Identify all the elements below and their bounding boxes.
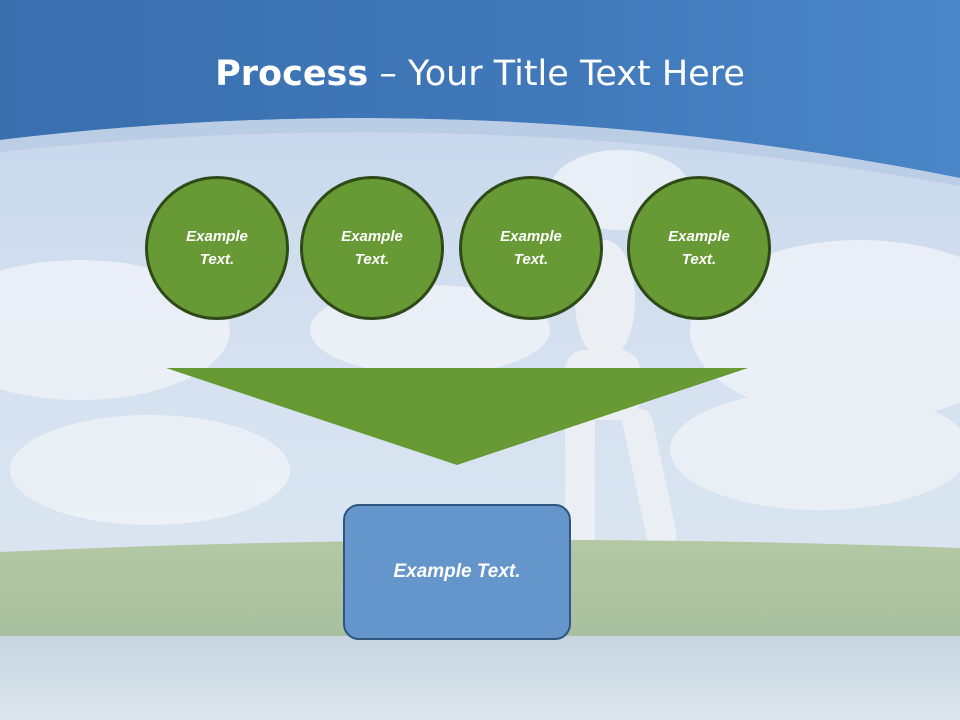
step-label: Example Text. [668,228,730,268]
water [0,636,960,720]
result-box: Example Text. [343,504,571,640]
header-band [0,0,960,178]
process-step-1: Example Text. [145,176,289,320]
process-step-3: Example Text. [459,176,603,320]
step-label: Example Text. [186,228,248,268]
step-label: Example Text. [500,228,562,268]
header-swoosh [0,118,960,186]
step-label: Example Text. [341,228,403,268]
funnel-arrow [166,368,748,465]
title-rest: – Your Title Text Here [368,54,745,94]
process-step-2: Example Text. [300,176,444,320]
funnel-triangle [166,368,748,465]
process-step-4: Example Text. [627,176,771,320]
slide-title: Process – Your Title Text Here [0,52,960,96]
title-bold: Process [215,54,369,94]
result-label: Example Text. [393,561,521,582]
